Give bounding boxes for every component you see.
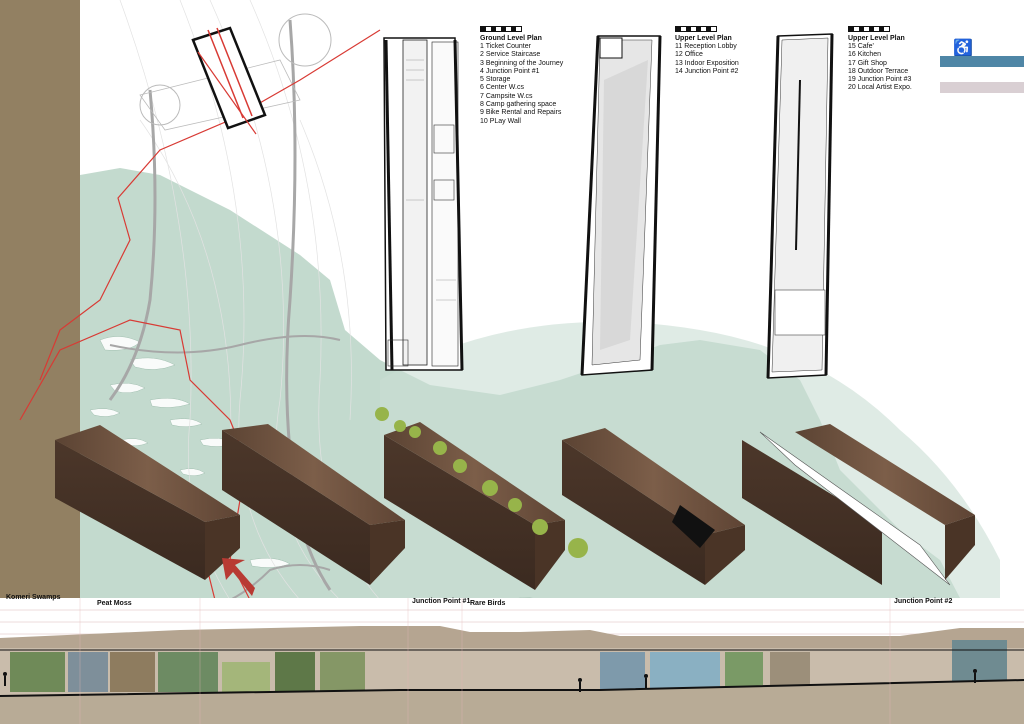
plan-item: 8 Camp gathering space — [480, 101, 557, 109]
plan-item: 9 Bike Rental and Repairs — [480, 109, 562, 117]
section-label: Junction Point #2 — [894, 598, 953, 605]
upper-level-plan-legend: Upper Level Plan 11 Reception Lobby 12 O… — [675, 26, 739, 76]
plan-item: 14 Junction Point #2 — [675, 67, 739, 75]
section-label: Peat Moss — [97, 600, 132, 607]
upper-level-plan-legend-2: Upper Level Plan 15 Cafe' 16 Kitchen 17 … — [848, 26, 912, 93]
volume-3 — [375, 407, 588, 590]
plan-title: Ground Level Plan — [480, 35, 542, 42]
section-strip — [0, 598, 1024, 724]
plan-item: 10 PLay Wall — [480, 117, 521, 125]
plan-item: 1 Ticket Counter — [480, 43, 531, 50]
plan-item: 11 Reception Lobby — [675, 43, 737, 50]
plan-item: 6 Center W.cs — [480, 84, 524, 92]
plan-item: 5 Storage — [480, 76, 511, 84]
volume-2 — [222, 424, 405, 585]
plan-item: 13 Indoor Exposition — [675, 59, 739, 67]
ground-level-plan-legend: Ground Level Plan 1 Ticket Counter 2 Ser… — [480, 26, 563, 126]
grid-lines — [79, 598, 891, 724]
volume-5 — [742, 424, 975, 586]
plan-item: 18 Outdoor Terrace — [848, 67, 909, 75]
upper-level-plan-drawing — [580, 35, 662, 376]
scale-bar — [848, 26, 890, 32]
volume-4 — [562, 428, 745, 585]
plan-item: 2 Service Staircase — [480, 51, 541, 59]
pink-swatch — [940, 82, 1024, 93]
plan-item: 19 Junction Point #3 — [848, 76, 912, 84]
plan-item: 15 Cafe' — [848, 43, 874, 50]
section-label: Junction Point #1 — [412, 598, 471, 605]
section-label: Komeri Swamps — [6, 594, 61, 601]
plan-title: Upper Level Plan — [675, 35, 732, 42]
scale-bar — [480, 26, 522, 32]
exhibition-panels — [10, 640, 1007, 692]
site-building — [191, 26, 267, 135]
upper-level-plan-drawing-2 — [766, 33, 834, 379]
scale-bar — [675, 26, 717, 32]
plan-item: 3 Beginning of the Journey — [480, 59, 564, 67]
plan-item: 7 Campsite W.cs — [480, 92, 533, 100]
plan-item: 17 Gift Shop — [848, 59, 887, 67]
person-icon — [3, 669, 977, 692]
arrow-icon — [222, 558, 255, 596]
ground-level-plan-drawing — [383, 37, 464, 371]
plan-item: 4 Junction Point #1 — [480, 67, 540, 75]
plan-item: 12 Office — [675, 51, 703, 59]
plan-item: 20 Local Artist Expo. — [848, 84, 912, 92]
section-label: Rare Birds — [470, 600, 506, 607]
plan-title: Upper Level Plan — [848, 35, 905, 42]
volume-1 — [55, 425, 240, 580]
plan-item: 16 Kitchen — [848, 51, 882, 59]
wheelchair-icon: ♿ — [953, 40, 973, 57]
blue-swatch — [940, 56, 1024, 67]
